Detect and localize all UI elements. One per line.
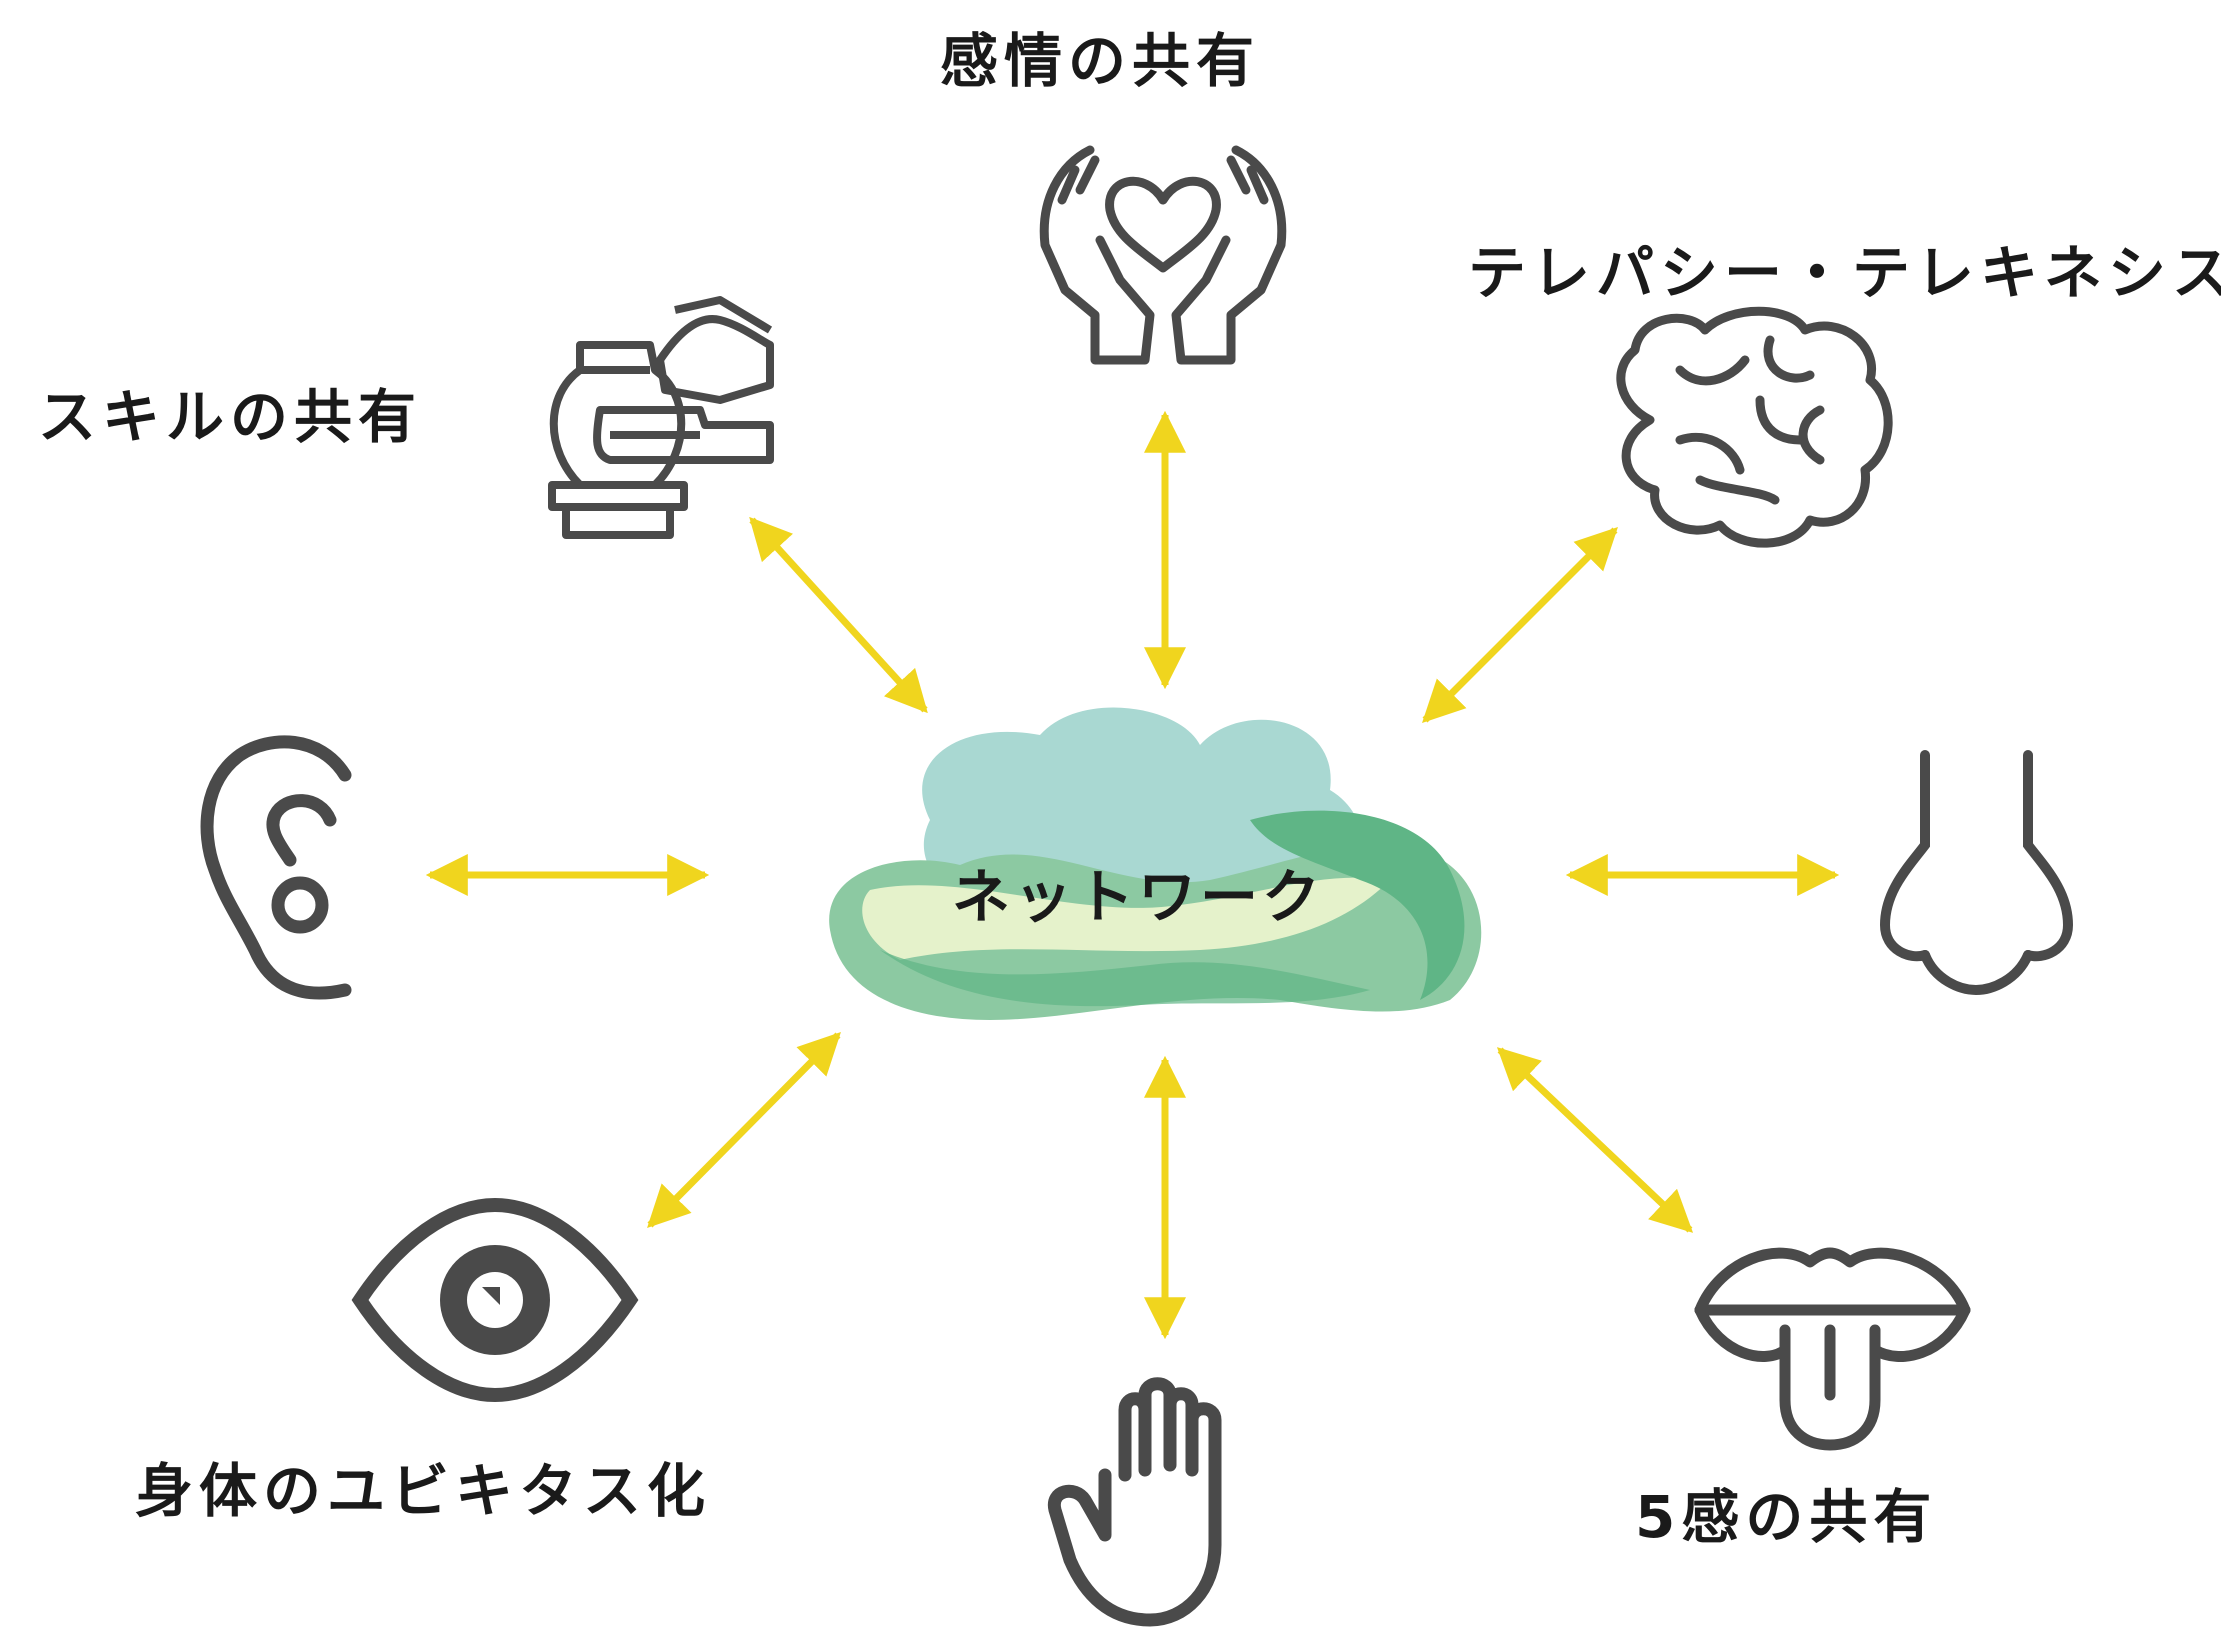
skill-sharing-label: スキルの共有: [38, 383, 423, 451]
hands-heart-icon: [1039, 145, 1287, 365]
nose-icon: [1879, 750, 2074, 996]
ear-icon: [200, 735, 352, 1000]
telepathy-label: テレパシー・テレキネシス: [1468, 239, 2221, 307]
arrow-top-left: [749, 516, 928, 714]
five-senses-label: 5感の共有: [1635, 1483, 1938, 1551]
arrow-bottom-left: [647, 1032, 841, 1228]
eye-icon: [351, 1197, 639, 1403]
emotion-sharing-label: 感情の共有: [940, 27, 1261, 95]
network-label: ネットワーク: [952, 863, 1325, 931]
network-cloud: [829, 707, 1482, 1020]
brain-icon: [1616, 306, 1893, 548]
arrow-top-right: [1422, 527, 1618, 723]
ubiquitous-body-label: 身体のユビキタス化: [135, 1457, 712, 1525]
tongue-mouth-icon: [1694, 1247, 1971, 1451]
arrow-bottom-right: [1496, 1047, 1694, 1233]
pottery-hands-icon: [548, 296, 774, 539]
hand-icon: [1047, 1377, 1222, 1627]
